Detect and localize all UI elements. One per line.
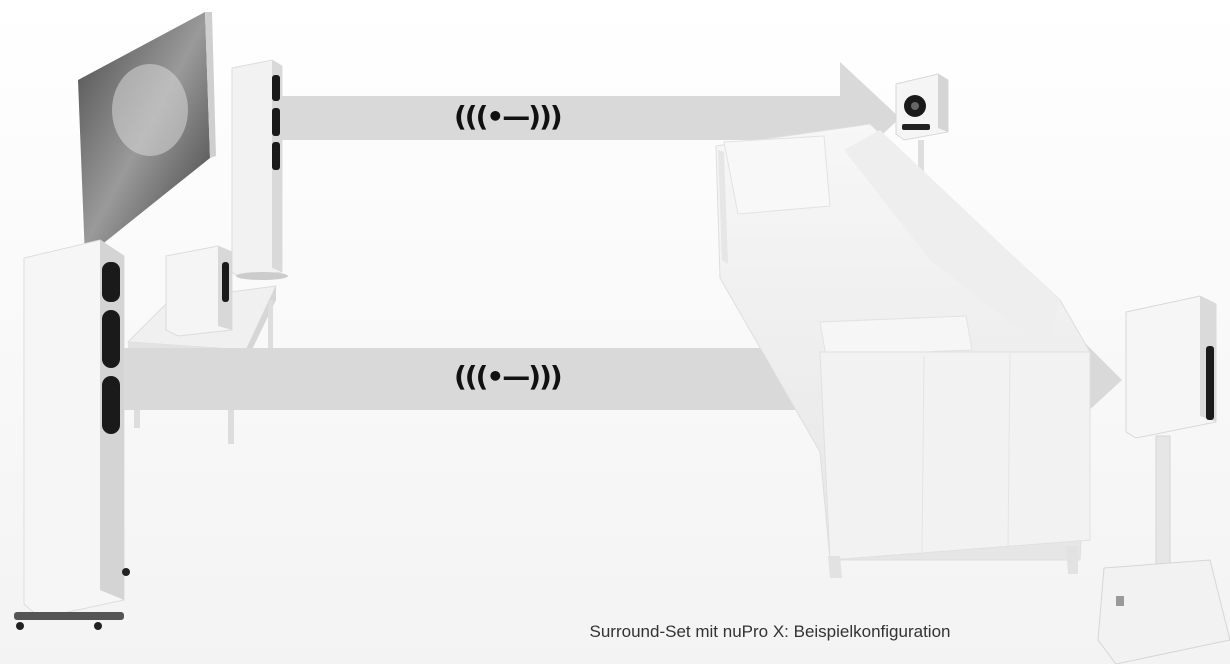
image-caption: Surround-Set mit nuPro X: Beispielkonfig… bbox=[520, 622, 1020, 642]
wireless-link-icon: (((•—))) bbox=[454, 360, 561, 393]
center-speaker bbox=[166, 246, 232, 336]
front-right-speaker bbox=[232, 60, 288, 280]
wireless-link-icon: (((•—))) bbox=[454, 100, 561, 133]
front-left-speaker bbox=[14, 240, 130, 630]
